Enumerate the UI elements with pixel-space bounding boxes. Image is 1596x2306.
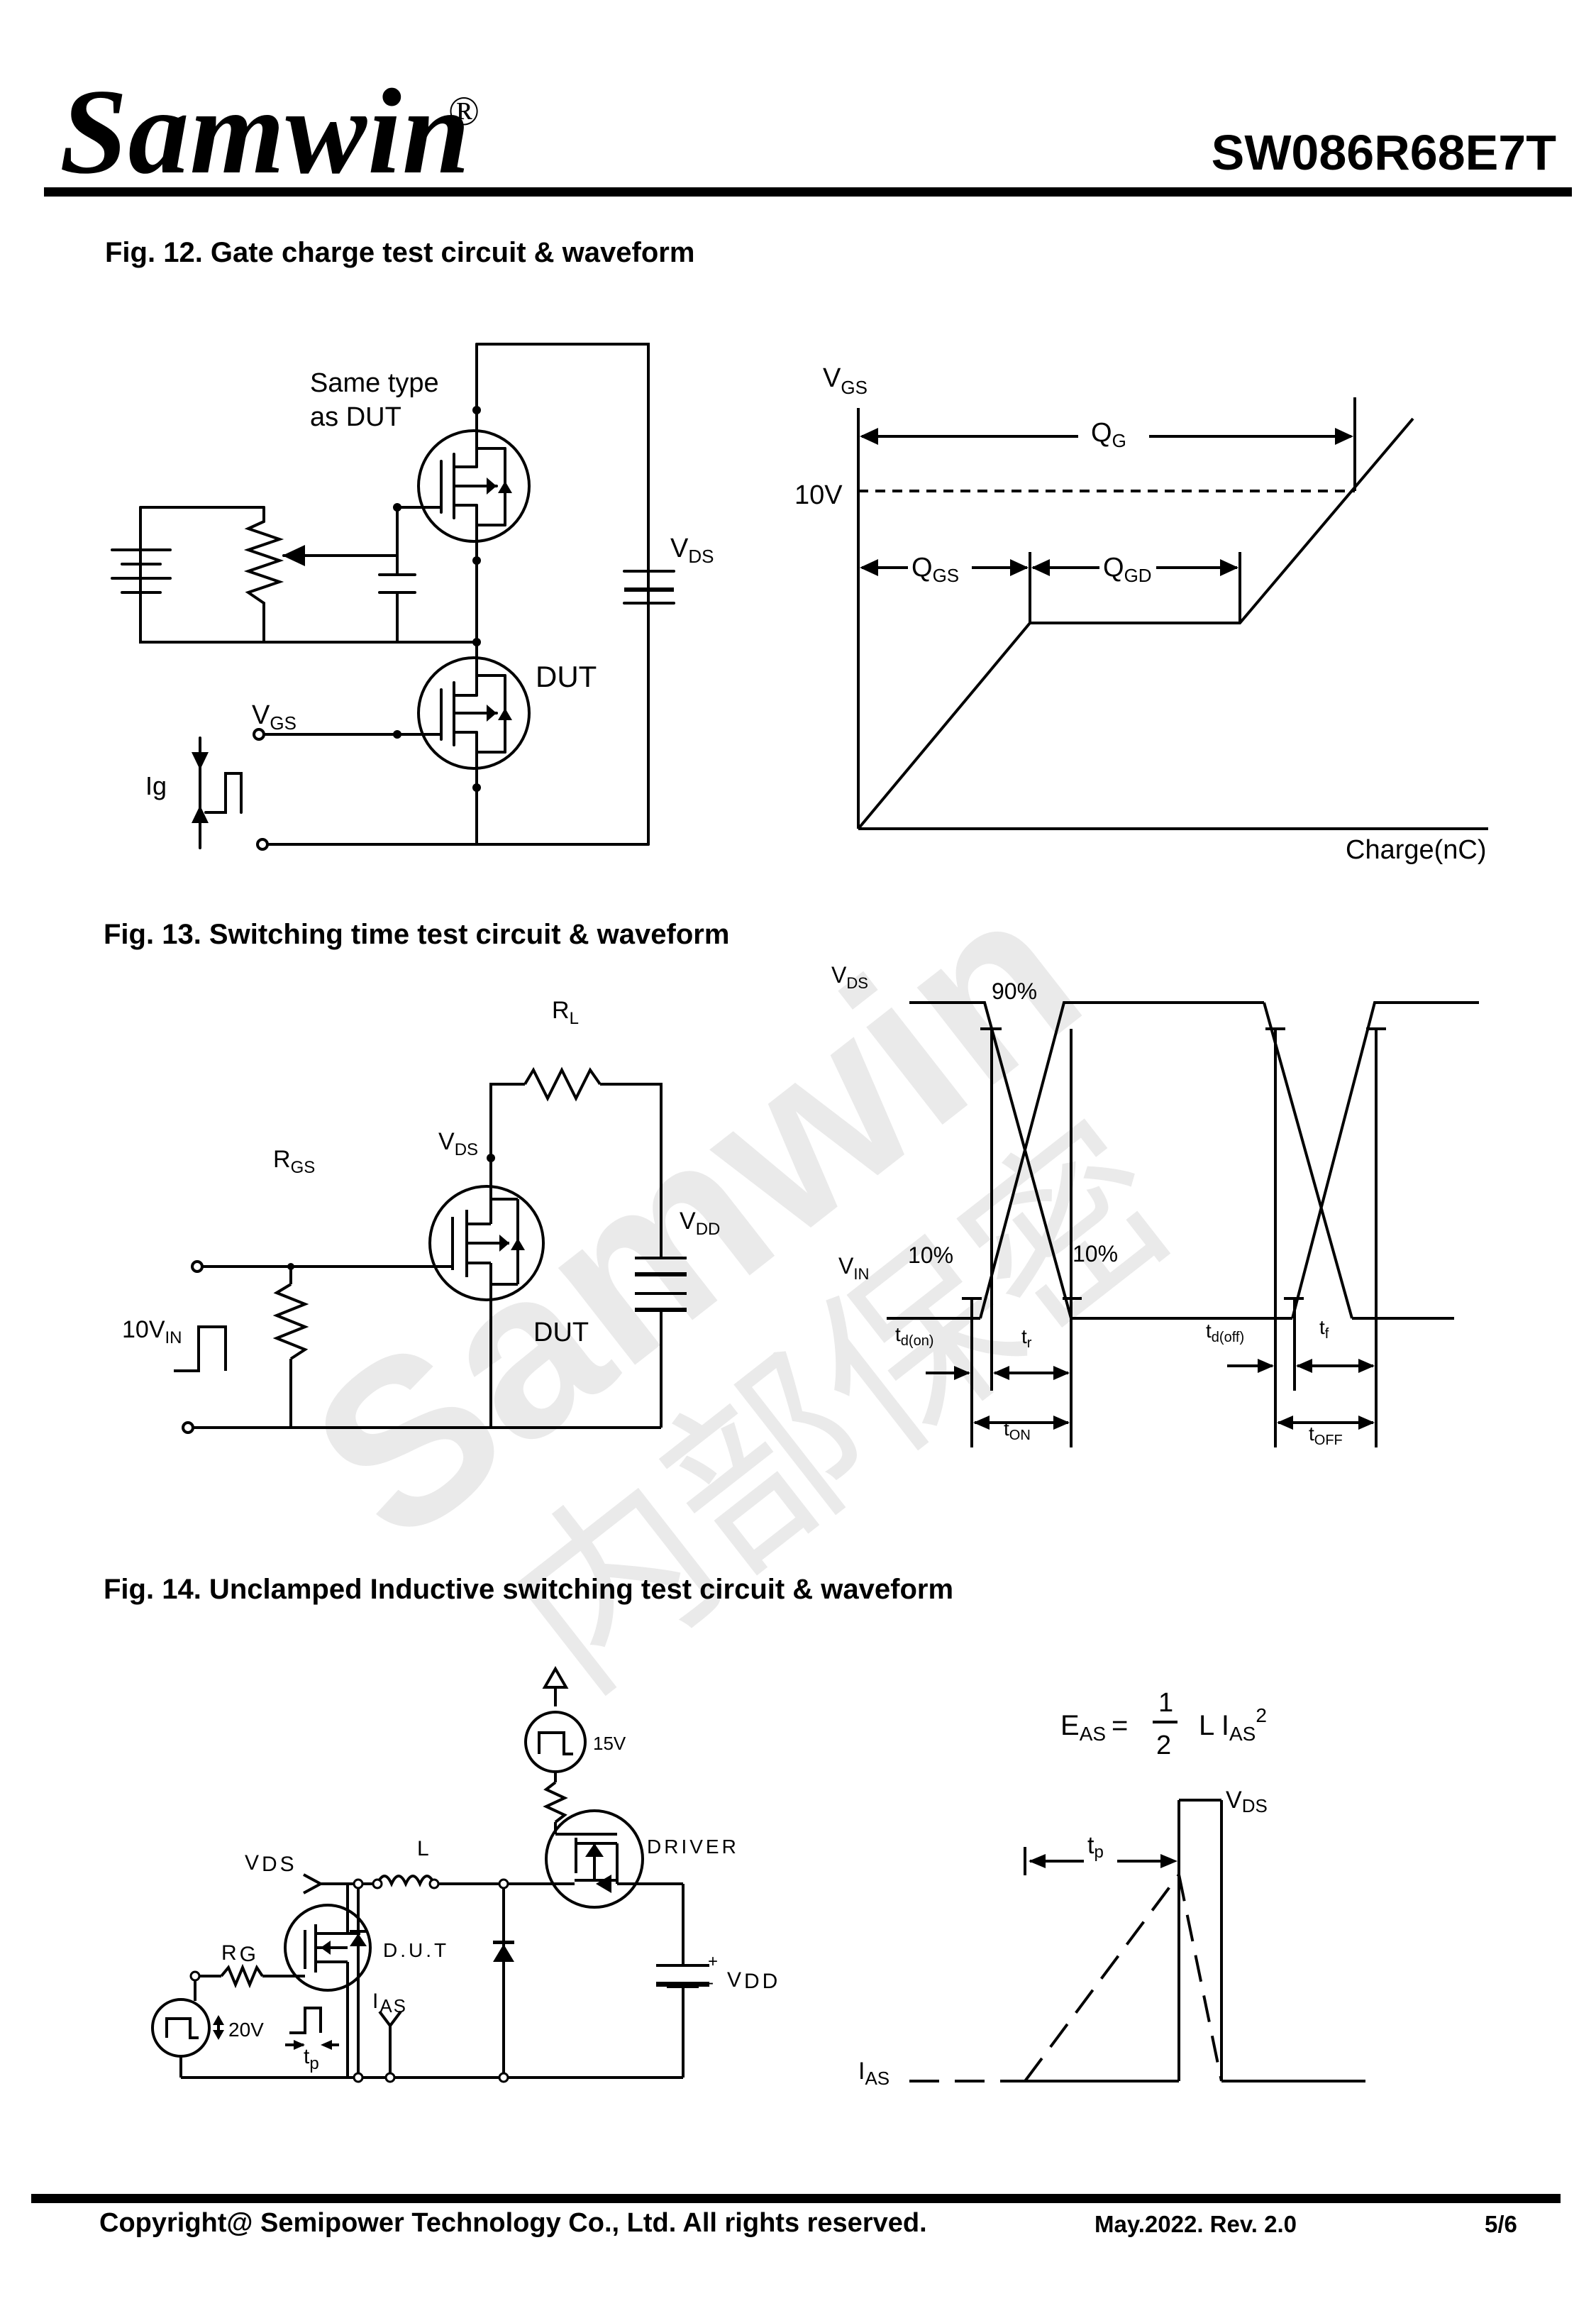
- fig14-rg-label: RG: [221, 1941, 259, 1966]
- fig14-15v-label: 15V: [593, 1733, 626, 1754]
- fig12-same-type-label-1: Same type: [310, 368, 439, 398]
- fig13-wave-vin-label: VIN: [838, 1253, 869, 1283]
- fig14-minus-label: -: [708, 1973, 714, 1992]
- fig14-l-label: L: [417, 1837, 429, 1860]
- fig12-x-axis-label: Charge(nC): [1346, 835, 1487, 865]
- fig14-wave-ias-label: IAS: [858, 2058, 890, 2089]
- fig12-qgd-label: QGD: [1103, 553, 1152, 586]
- fig13-title: Fig. 13. Switching time test circuit & w…: [104, 919, 730, 950]
- footer-revision: May.2022. Rev. 2.0: [1095, 2211, 1297, 2237]
- fig12-qgs-label: QGS: [911, 553, 959, 586]
- footer-page-number: 5/6: [1485, 2211, 1517, 2237]
- fig13-vds-label: VDS: [438, 1128, 478, 1159]
- fig14-tp-label: tp: [304, 2045, 319, 2073]
- fig14-wave-vds-label: VDS: [1226, 1787, 1268, 1816]
- fig14-driver-label: DRIVER: [647, 1836, 739, 1858]
- fig14-eas-l-term: L IAS2: [1199, 1704, 1267, 1745]
- fig14-vds-label: VDS: [245, 1851, 297, 1876]
- fig14-eas-formula: EAS=: [1060, 1710, 1128, 1745]
- fig13-rgs-label: RGS: [273, 1146, 315, 1177]
- fig12-10v-label: 10V: [794, 480, 843, 510]
- fig14-eas-denominator: 2: [1156, 1731, 1171, 1760]
- fig13-toff-label: tOFF: [1309, 1423, 1343, 1448]
- fig12-dut-label: DUT: [536, 660, 597, 693]
- fig12-vds-label: VDS: [670, 534, 714, 567]
- footer-copyright: Copyright@ Semipower Technology Co., Ltd…: [99, 2208, 927, 2238]
- fig12-y-axis-label: VGS: [823, 363, 868, 398]
- fig14-ias-label: IAS: [372, 1990, 407, 2017]
- fig13-vin-label: 10VIN: [122, 1316, 182, 1347]
- fig13-tr-label: tr: [1021, 1325, 1032, 1351]
- fig13-10pct-left-label: 10%: [908, 1242, 953, 1268]
- footer-rule: [31, 2194, 1561, 2203]
- fig14-eas-numerator: 1: [1158, 1688, 1173, 1718]
- registered-mark: ®: [448, 88, 480, 134]
- fig12-ig-label: Ig: [145, 771, 167, 800]
- fig13-rl-label: RL: [552, 997, 579, 1028]
- fig14-title: Fig. 14. Unclamped Inductive switching t…: [104, 1574, 954, 1605]
- fig13-dut-label: DUT: [533, 1318, 589, 1347]
- fig12-same-type-label-2: as DUT: [310, 402, 401, 432]
- fig13-vdd-label: VDD: [680, 1208, 720, 1239]
- brand-logo: Samwin: [60, 65, 471, 199]
- fig13-tdoff-label: td(off): [1206, 1320, 1244, 1345]
- header-rule: [44, 187, 1572, 197]
- fig14-vdd-label: VDD: [727, 1968, 780, 1993]
- fig12-vgs-label: VGS: [252, 700, 297, 734]
- fig12-title: Fig. 12. Gate charge test circuit & wave…: [105, 237, 695, 268]
- fig14-dut-label: D.U.T: [383, 1939, 449, 1961]
- part-number: SW086R68E7T: [1211, 125, 1556, 180]
- fig12-qg-label: QG: [1091, 418, 1126, 451]
- fig13-tdon-label: td(on): [895, 1323, 933, 1349]
- fig13-wave-vds-label: VDS: [831, 962, 868, 992]
- fig13-tf-label: tf: [1319, 1316, 1329, 1342]
- fig14-wave-tp-label: tp: [1087, 1832, 1104, 1862]
- fig14-plus-label: +: [708, 1952, 718, 1971]
- fig13-90pct-label: 90%: [992, 978, 1037, 1004]
- fig14-20v-label: 20V: [228, 2019, 264, 2041]
- fig13-ton-label: tON: [1004, 1418, 1031, 1443]
- fig13-10pct-right-label: 10%: [1073, 1241, 1118, 1267]
